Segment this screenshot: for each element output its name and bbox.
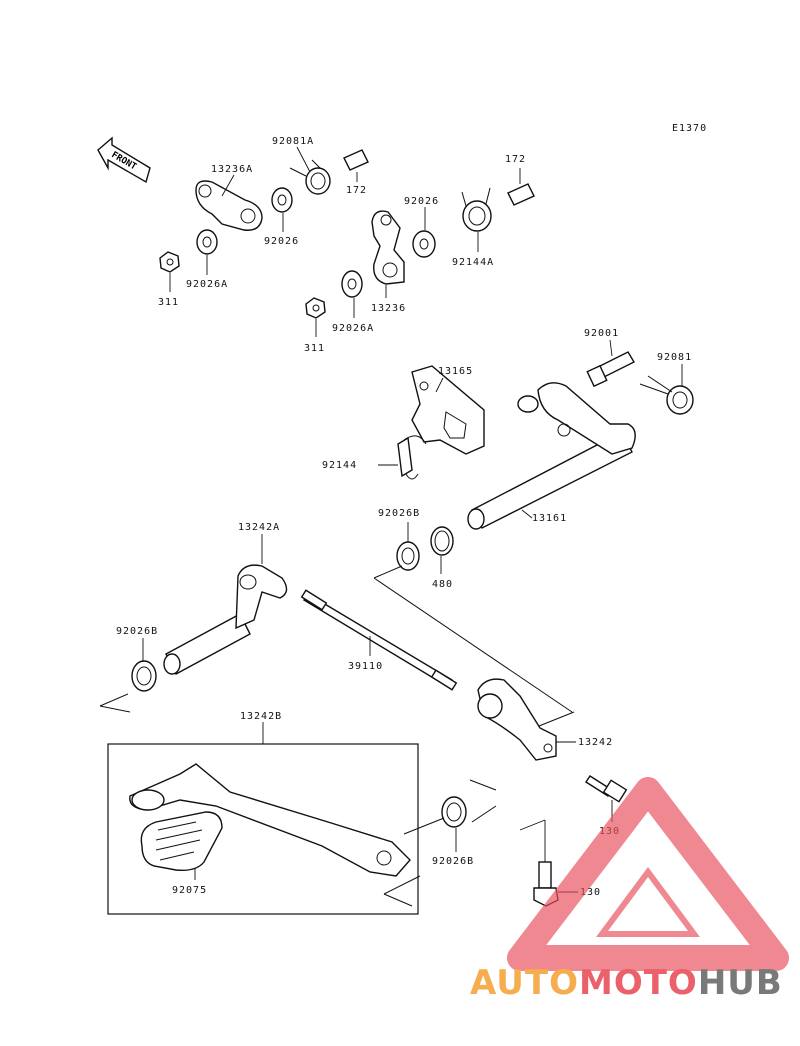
part-172-upper (343, 149, 369, 171)
label-172-right: 172 (505, 154, 526, 165)
part-92001 (586, 351, 635, 388)
automotohub-logo: AUTOMOTOHUB (470, 777, 789, 1003)
part-13161 (467, 382, 636, 530)
label-92026-middle: 92026 (404, 196, 439, 207)
label-13236: 13236 (371, 303, 406, 314)
part-39110 (300, 589, 458, 691)
logo-moto-text: MOTO (579, 963, 698, 1003)
part-13242 (477, 678, 557, 761)
label-92026B-top: 92026B (378, 508, 420, 519)
label-92144: 92144 (322, 460, 357, 471)
label-92026A-left: 92026A (186, 279, 228, 290)
label-130-lower: 130 (580, 887, 601, 898)
logo-hub-text: HUB (698, 963, 783, 1003)
part-92026A-left (196, 229, 218, 255)
label-92144A: 92144A (452, 257, 494, 268)
label-92026-left: 92026 (264, 236, 299, 247)
label-172-upper: 172 (346, 185, 367, 196)
label-92026A-middle: 92026A (332, 323, 374, 334)
part-13236 (371, 210, 405, 285)
part-311-left (159, 251, 180, 273)
diagram-code: E1370 (672, 123, 707, 134)
part-92026-middle (412, 230, 436, 258)
logo-auto-text: AUTO (470, 963, 579, 1003)
part-13242B-pedal (129, 763, 411, 877)
part-13165 (411, 365, 485, 455)
part-13236A (195, 180, 263, 231)
front-arrow-icon: FRONT (97, 136, 151, 184)
label-311-middle: 311 (304, 343, 325, 354)
part-13242A (163, 564, 288, 675)
label-311-left: 311 (158, 297, 179, 308)
label-13242B: 13242B (240, 711, 282, 722)
label-92081: 92081 (657, 352, 692, 363)
label-92081A: 92081A (272, 136, 314, 147)
part-172-right (507, 183, 535, 206)
part-480 (430, 526, 454, 556)
part-92081A (289, 159, 331, 195)
part-92144A (461, 187, 492, 232)
label-39110: 39110 (348, 661, 383, 672)
label-13242A: 13242A (238, 522, 280, 533)
part-311-middle (305, 297, 326, 319)
label-92026B-right: 92026B (432, 856, 474, 867)
part-92081 (639, 375, 694, 415)
label-92075: 92075 (172, 885, 207, 896)
part-92026A-middle (341, 270, 363, 298)
part-92075 (140, 811, 223, 872)
label-13161: 13161 (532, 513, 567, 524)
label-13165: 13165 (438, 366, 473, 377)
label-13236A: 13236A (211, 164, 253, 175)
label-480: 480 (432, 579, 453, 590)
part-92026B-left (131, 660, 157, 692)
label-92026B-left: 92026B (116, 626, 158, 637)
part-92026B-right (441, 796, 467, 828)
label-92001: 92001 (584, 328, 619, 339)
label-13242: 13242 (578, 737, 613, 748)
part-92026-left (271, 187, 293, 213)
svg-text:AUTOMOTOHUB: AUTOMOTOHUB (470, 963, 783, 1003)
part-92026B-top (396, 541, 420, 571)
part-92144 (397, 435, 427, 480)
part-130-upper (585, 775, 628, 803)
